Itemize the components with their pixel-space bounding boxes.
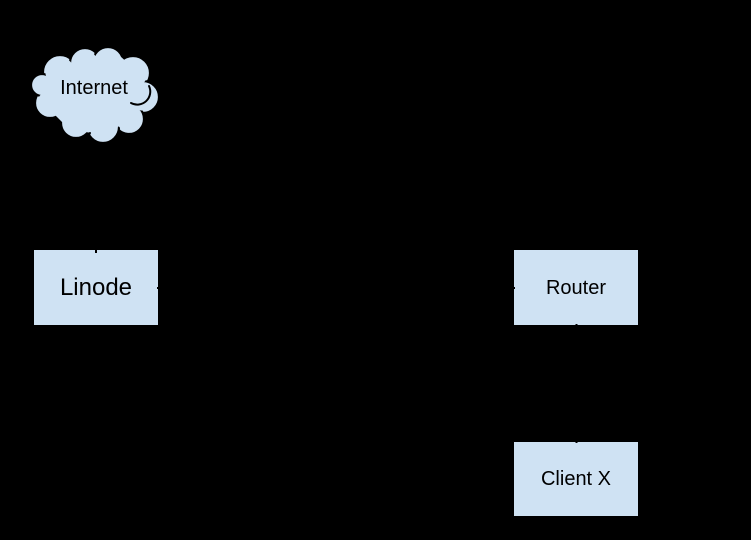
router-node: Router xyxy=(512,248,640,327)
internet-label: Internet xyxy=(60,77,128,99)
internet-cloud-node: Internet xyxy=(30,42,164,146)
client-x-label: Client X xyxy=(540,468,612,490)
linode-node: Linode xyxy=(32,248,160,327)
client-x-node: Client X xyxy=(512,440,640,518)
router-label: Router xyxy=(545,276,607,299)
cloud-icon xyxy=(30,45,161,145)
linode-label: Linode xyxy=(59,273,133,301)
